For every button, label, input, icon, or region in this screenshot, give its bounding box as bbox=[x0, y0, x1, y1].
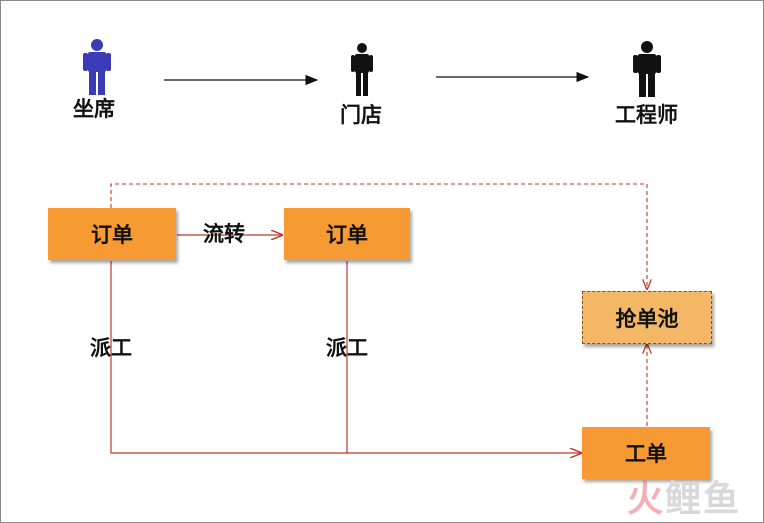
label-dispatch-store: 派工 bbox=[326, 336, 368, 360]
watermark-part1: 火 bbox=[626, 479, 665, 520]
line-dispatch-1 bbox=[110, 261, 581, 453]
label-engineer: 工程师 bbox=[615, 103, 678, 127]
person-icon-engineer bbox=[633, 41, 661, 97]
label-seat: 坐席 bbox=[73, 97, 115, 121]
label-transfer: 流转 bbox=[203, 222, 245, 246]
person-icon-seat bbox=[83, 39, 111, 95]
label-store: 门店 bbox=[340, 103, 382, 127]
watermark-logo: 火鲤鱼 bbox=[627, 482, 741, 518]
person-icon-store bbox=[351, 43, 373, 96]
work-order-box: 工单 bbox=[582, 427, 710, 479]
label-dispatch-seat: 派工 bbox=[90, 336, 132, 360]
order-box-store: 订单 bbox=[284, 208, 410, 260]
grab-pool-box: 抢单池 bbox=[582, 291, 712, 344]
arrow-order-to-pool bbox=[110, 183, 647, 289]
order-box-seat: 订单 bbox=[48, 208, 176, 260]
watermark-part2: 鲤鱼 bbox=[664, 479, 741, 520]
